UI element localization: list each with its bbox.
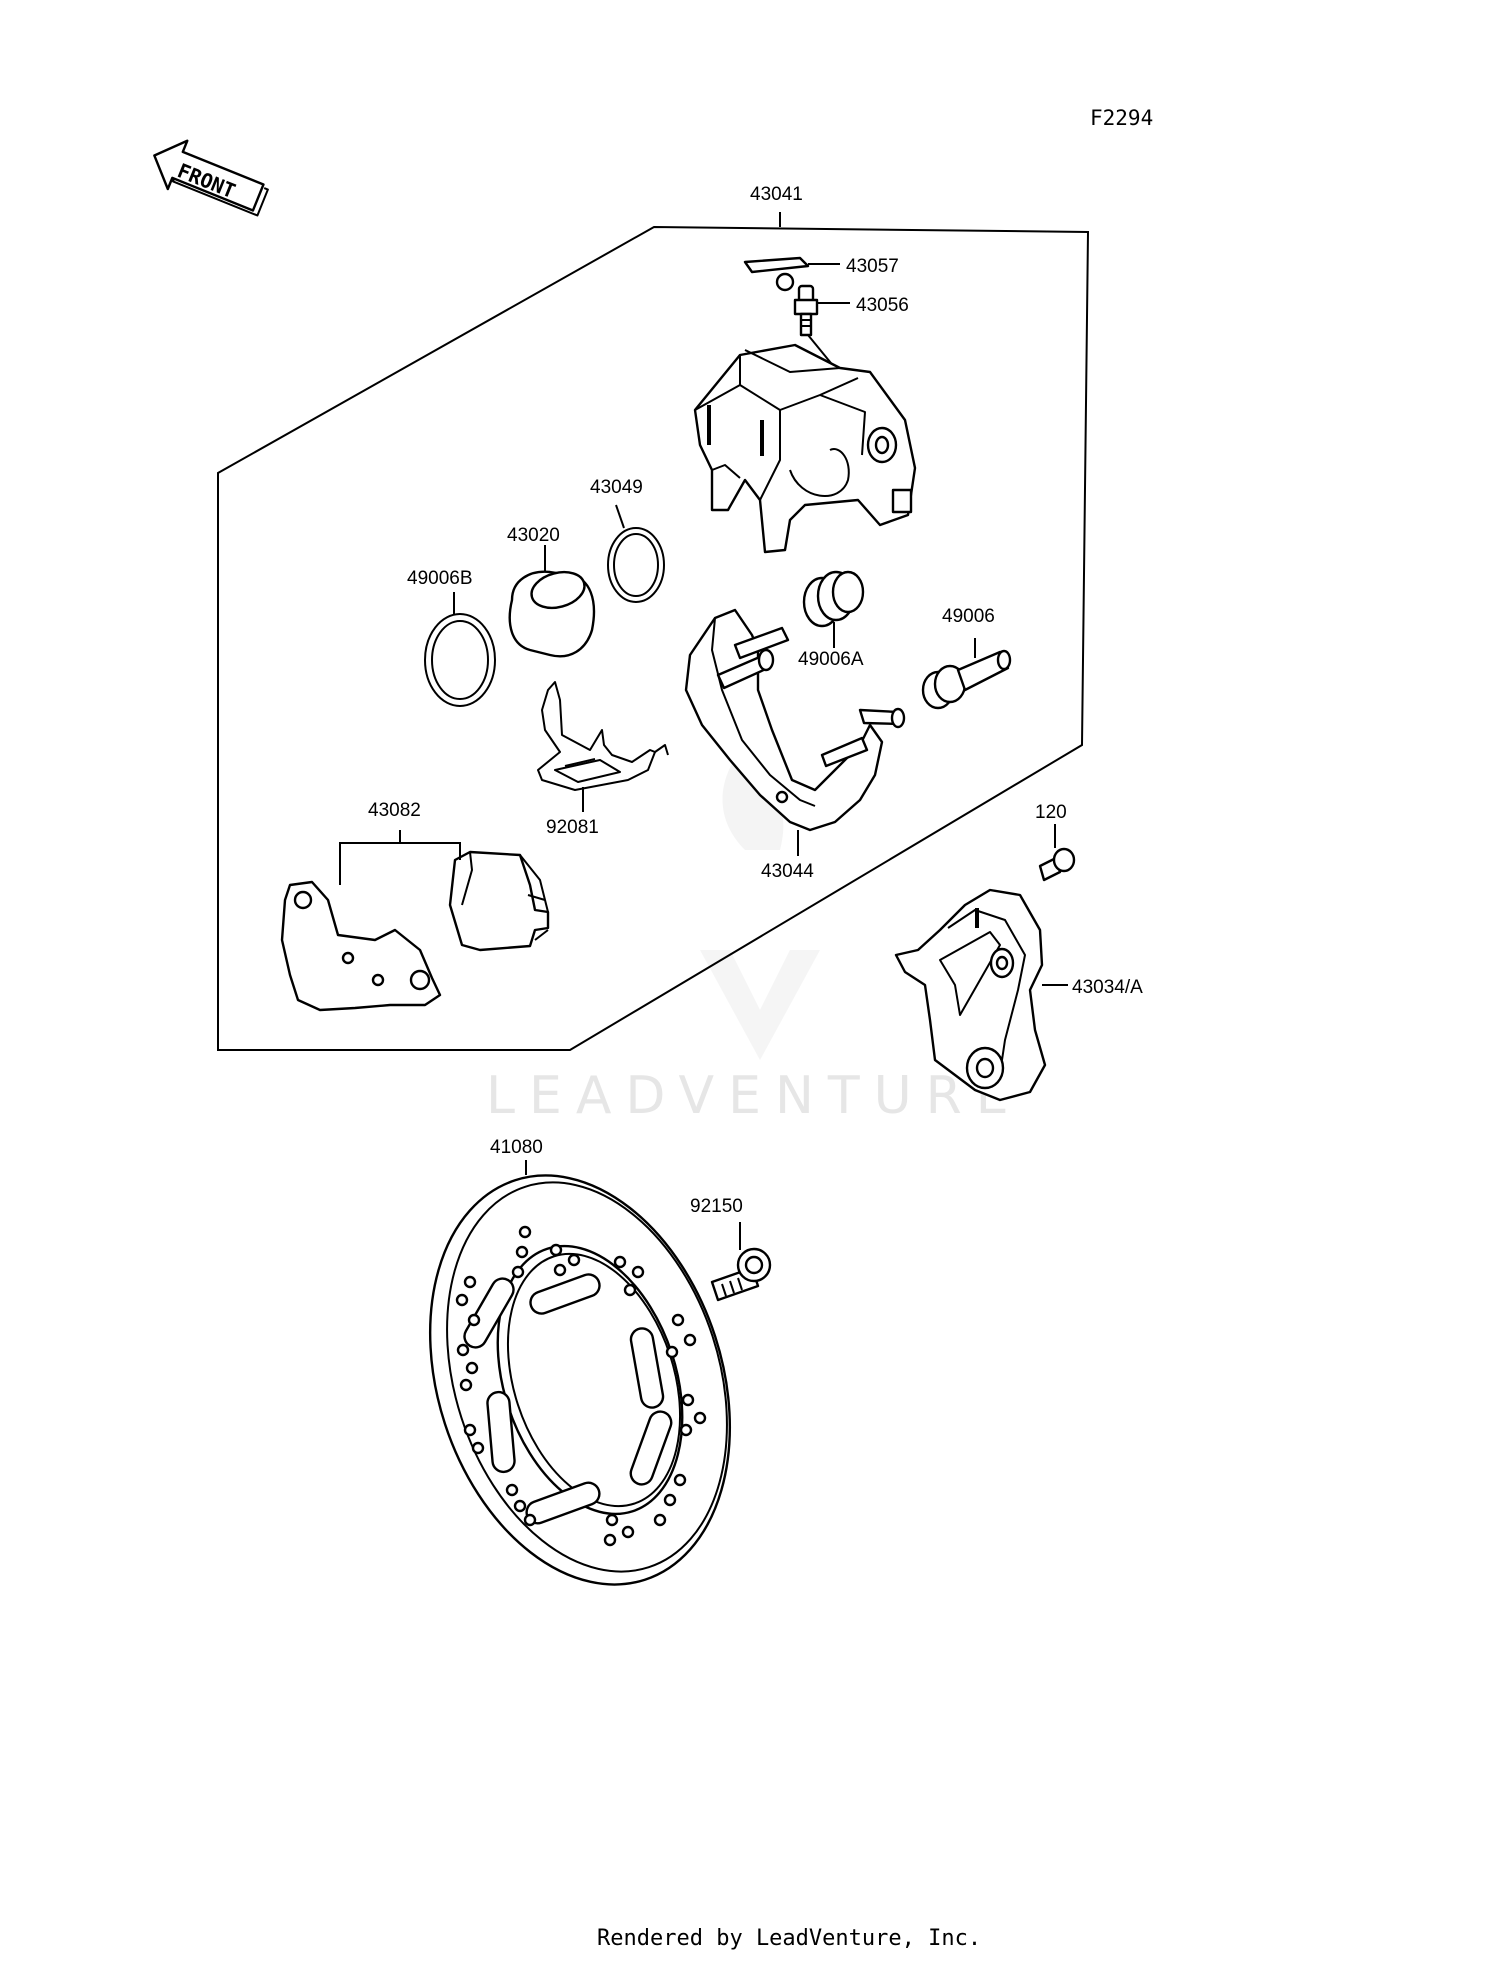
caliper-assembly-outline xyxy=(217,225,1090,1051)
callout-41080: 41080 xyxy=(490,1137,543,1158)
bleed-cap-icon xyxy=(743,256,840,292)
piston-seal-icon xyxy=(607,504,665,603)
watermark-logo xyxy=(700,745,820,1060)
disc-bolt-icon xyxy=(710,1222,772,1302)
callout-43020: 43020 xyxy=(507,525,560,546)
callout-49006B: 49006B xyxy=(407,568,473,589)
callout-92081: 92081 xyxy=(546,817,599,838)
callout-49006: 49006 xyxy=(942,606,995,627)
caliper-body-icon xyxy=(693,343,917,554)
callout-92150: 92150 xyxy=(690,1196,743,1217)
front-arrow-icon xyxy=(153,139,269,217)
caliper-bracket-icon xyxy=(894,888,1068,1102)
watermark-text: LEADVENTURE xyxy=(486,1066,1023,1126)
brake-disc-icon xyxy=(428,1160,732,1586)
pin-boot-icon xyxy=(802,570,865,648)
bleed-valve-icon xyxy=(793,284,850,369)
callout-43041: 43041 xyxy=(750,184,803,205)
footer-credit: Rendered by LeadVenture, Inc. xyxy=(597,1926,981,1951)
caliper-holder-icon xyxy=(684,608,906,856)
bolt-icon xyxy=(1038,824,1076,882)
slide-pin-icon xyxy=(921,638,1012,710)
callout-49006A: 49006A xyxy=(798,649,864,670)
callout-43049: 43049 xyxy=(590,477,643,498)
dust-seal-icon xyxy=(424,592,496,707)
diagram-code: F2294 xyxy=(1090,106,1153,130)
brake-pads-icon xyxy=(280,830,550,1012)
callout-43082: 43082 xyxy=(368,800,421,821)
callout-43057: 43057 xyxy=(846,256,899,277)
callout-120: 120 xyxy=(1035,802,1067,823)
piston-icon xyxy=(508,545,596,658)
callout-43056: 43056 xyxy=(856,295,909,316)
callout-43044: 43044 xyxy=(761,861,814,882)
pad-spring-icon xyxy=(537,681,669,812)
callout-43034A: 43034/A xyxy=(1072,977,1143,998)
